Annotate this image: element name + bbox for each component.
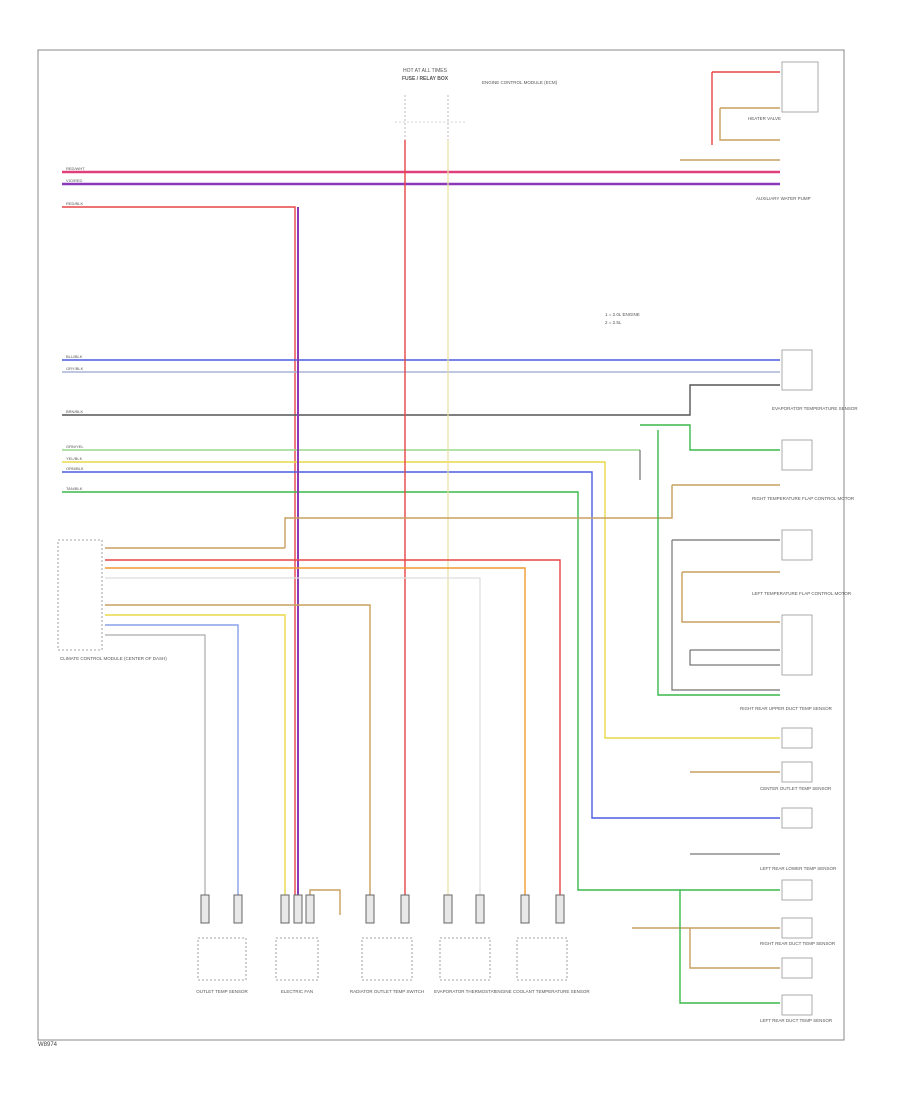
wire-yellow-bus xyxy=(62,461,780,739)
tag-pink: RED/WHT xyxy=(66,166,85,171)
wire-blue-lower xyxy=(62,471,780,819)
label-evaporator: EVAPORATOR THERMOSTAT xyxy=(434,989,496,994)
top-label-fuse-box: FUSE / RELAY BOX xyxy=(402,76,449,82)
label-aux-water-pump: AUXILIARY WATER PUMP xyxy=(756,196,811,201)
label-right-rear-duct: RIGHT REAR DUCT TEMP SENSOR xyxy=(760,941,836,946)
module-wires xyxy=(105,547,561,915)
tag-tan: TAN/BLK xyxy=(66,486,83,491)
lower-right-wires xyxy=(632,890,780,1004)
diagram-id: W8974 xyxy=(38,1042,58,1048)
bottom-connectors xyxy=(200,894,565,924)
tag-violet: VIO/RED xyxy=(66,178,83,183)
label-left-rear-duct: LEFT REAR DUCT TEMP SENSOR xyxy=(760,1018,833,1023)
label-radiator-outlet: RADIATOR OUTLET TEMP SWITCH xyxy=(350,989,424,994)
top-label-hot: HOT AT ALL TIMES xyxy=(403,68,448,74)
bottom-components xyxy=(197,937,568,981)
label-evap-temp: EVAPORATOR TEMPERATURE SENSOR xyxy=(772,406,858,411)
label-left-temp-flap: LEFT TEMPERATURE FLAP CONTROL MOTOR xyxy=(752,591,852,596)
tag-brown: BRN/BLK xyxy=(66,409,83,414)
label-center-outlet: CENTER OUTLET TEMP SENSOR xyxy=(760,786,832,791)
label-outlet-temp: OUTLET TEMP SENSOR xyxy=(196,989,248,994)
wire-tags: RED/WHT VIO/RED RED/BLK BLU/BLK GRY/BLK … xyxy=(66,166,85,491)
label-module: CLIMATE CONTROL MODULE (CENTER OF DASH) xyxy=(60,656,167,661)
wire-green-lower xyxy=(62,491,780,891)
wire-red-left xyxy=(62,206,296,905)
top-label-ecm: ENGINE CONTROL MODULE (ECM) xyxy=(482,80,558,85)
module-connector xyxy=(57,539,103,651)
tag-green: GRN/YEL xyxy=(66,444,84,449)
right-boxes xyxy=(781,61,819,1016)
bus-wires xyxy=(62,170,780,905)
tag-yellow: YEL/BLK xyxy=(66,456,83,461)
component-labels: OUTLET TEMP SENSOR ELECTRIC FAN RADIATOR… xyxy=(60,116,858,1023)
diagram-border xyxy=(37,49,845,1041)
fuse-wires xyxy=(297,140,449,905)
tag-orange: ORN/BLK xyxy=(66,466,84,471)
right-components xyxy=(284,71,780,855)
note-1: 1 = 2.0L ENGINE xyxy=(605,312,640,317)
legend-notes: 1 = 2.0L ENGINE 2 = 2.5L xyxy=(605,312,640,325)
tag-grey: GRY/BLK xyxy=(66,366,84,371)
label-right-rear-upper-duct: RIGHT REAR UPPER DUCT TEMP SENSOR xyxy=(740,706,833,711)
label-electric-fan: ELECTRIC FAN xyxy=(281,989,313,994)
label-right-temp-flap: RIGHT TEMPERATURE FLAP CONTROL MOTOR xyxy=(752,496,855,501)
wire-dark-bus xyxy=(62,384,780,416)
note-2: 2 = 2.5L xyxy=(605,320,622,325)
label-engine-coolant: ENGINE COOLANT TEMPERATURE SENSOR xyxy=(494,989,590,994)
label-heater-valve: HEATER VALVE xyxy=(748,116,781,121)
fuse-box: HOT AT ALL TIMES FUSE / RELAY BOX ENGINE… xyxy=(395,68,558,140)
label-left-rear-lower: LEFT REAR LOWER TEMP SENSOR xyxy=(760,866,837,871)
tag-red: RED/BLK xyxy=(66,201,83,206)
tag-blue: BLU/BLK xyxy=(66,354,83,359)
